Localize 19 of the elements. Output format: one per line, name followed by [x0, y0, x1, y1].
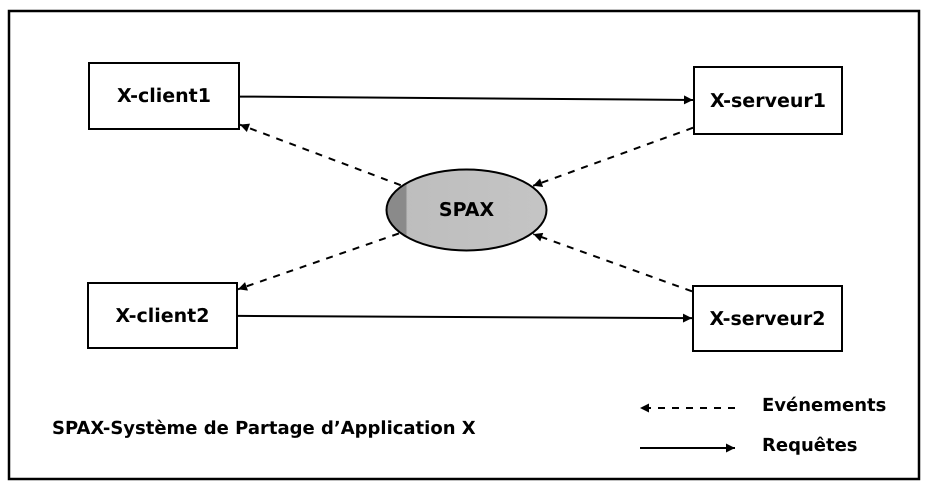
arrow	[532, 126, 694, 187]
node-label: X-serveur2	[710, 308, 826, 330]
process-box	[88, 62, 240, 130]
arrow	[240, 124, 402, 186]
node-label: X-client1	[117, 85, 211, 107]
process-box	[692, 285, 843, 352]
ellipse-node	[385, 168, 548, 252]
arrow	[238, 314, 692, 323]
legend-label: Requêtes	[762, 435, 858, 456]
legend-label: Evénements	[762, 395, 886, 416]
node-label: X-serveur1	[710, 90, 826, 112]
arrow	[238, 232, 400, 291]
node-label: SPAX	[438, 199, 494, 221]
process-box	[693, 66, 843, 135]
process-box	[87, 282, 238, 349]
caption-note: SPAX-Système de Partage d’Application X	[52, 418, 476, 439]
node-label: X-client2	[116, 304, 210, 326]
arrow	[240, 95, 693, 104]
arrow	[532, 232, 692, 292]
